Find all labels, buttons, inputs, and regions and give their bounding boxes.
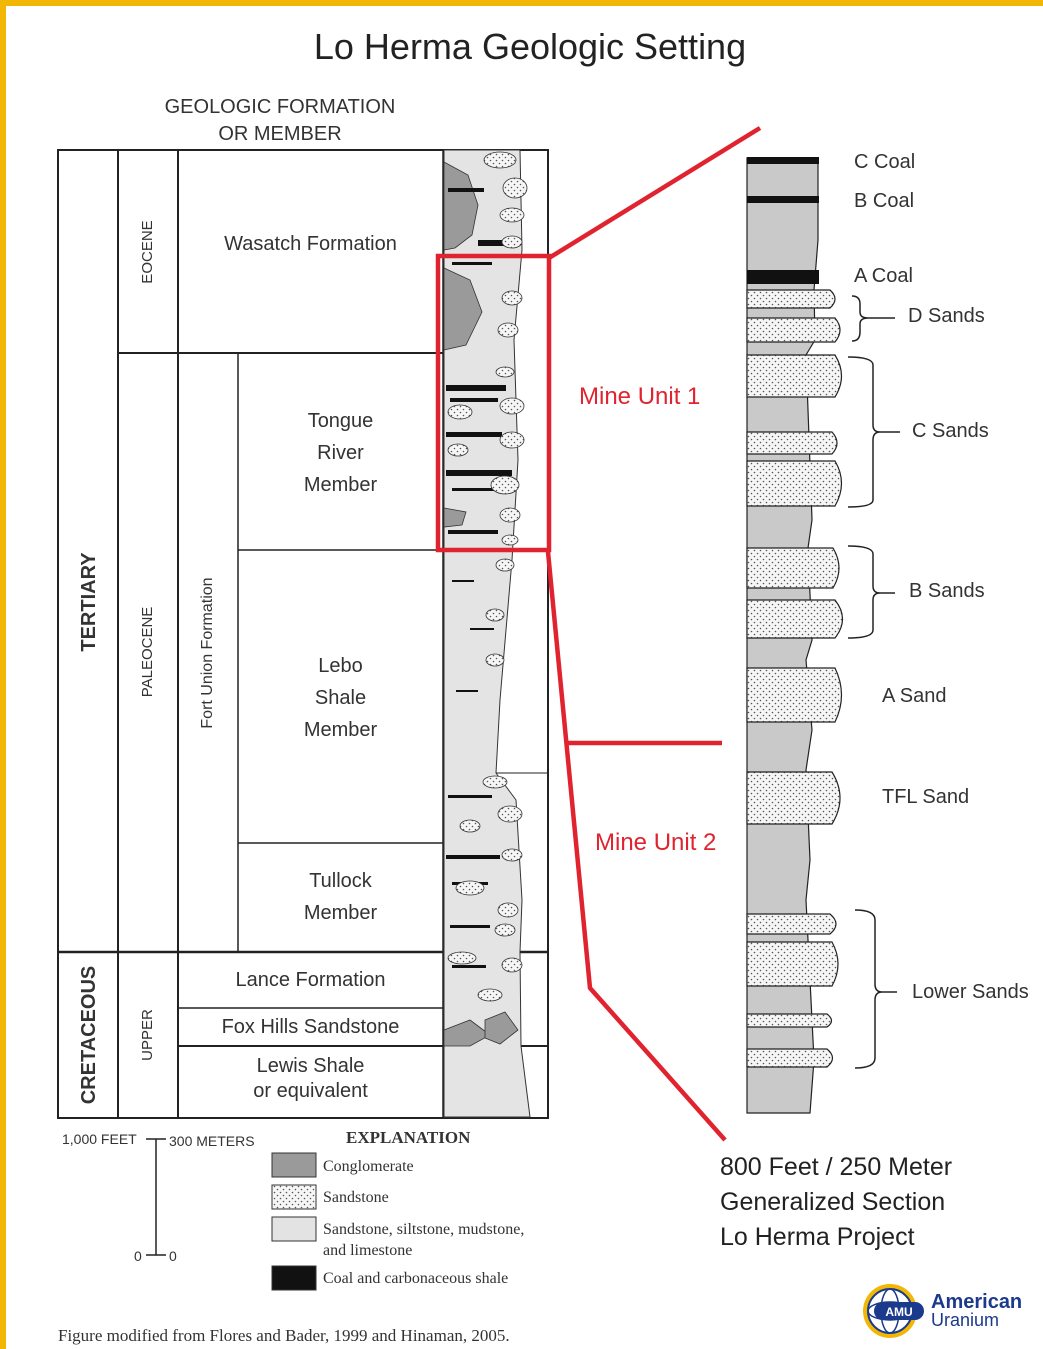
generalized-section-caption: 800 Feet / 250 Meter Generalized Section…	[720, 1150, 952, 1255]
amu-logo-icon: AMU	[863, 1284, 924, 1338]
tongue-river-line2: River	[317, 442, 364, 464]
b-coal-bed	[747, 196, 819, 203]
generalized-section-line2: Generalized Section	[720, 1188, 946, 1216]
logo-line2: Uranium	[931, 1310, 1000, 1330]
scale-zero-feet: 0	[134, 1248, 142, 1264]
scale-feet-label: 1,000 FEET	[62, 1131, 137, 1147]
c-coal-label: C Coal	[854, 151, 916, 173]
generalized-section-column	[746, 157, 900, 1114]
legend-swatch-mixed	[271, 1216, 317, 1242]
b-sands-label: B Sands	[909, 580, 985, 602]
legend-mixed-line1: Sandstone, siltstone, mudstone,	[323, 1221, 525, 1238]
a-coal-bed	[747, 270, 819, 284]
tfl-sand-label: TFL Sand	[882, 786, 970, 808]
epoch-paleocene: PALEOCENE	[139, 606, 156, 698]
period-cretaceous: CRETACEOUS	[78, 965, 100, 1105]
lebo-line2: Shale	[314, 687, 367, 709]
mine-unit-1-label: Mine Unit 1	[579, 383, 701, 410]
d-sands-bracket	[851, 295, 869, 342]
epoch-eocene: EOCENE	[139, 220, 156, 284]
tongue-river-line3: Member	[303, 474, 378, 496]
section-brackets	[847, 295, 900, 1069]
b-coal-label: B Coal	[854, 190, 915, 212]
generalized-section-line1: 800 Feet / 250 Meter	[720, 1153, 953, 1181]
page-title: Lo Herma Geologic Setting	[313, 26, 747, 67]
legend-swatch-sandstone	[271, 1184, 317, 1210]
legend-conglomerate: Conglomerate	[323, 1158, 414, 1175]
column-header-line1: GEOLOGIC FORMATION	[164, 96, 396, 118]
scale-meters-label: 300 METERS	[169, 1133, 255, 1149]
legend-swatch-coal	[271, 1265, 317, 1291]
wasatch-formation: Wasatch Formation	[224, 233, 397, 255]
b-sands-bracket	[847, 545, 881, 639]
tongue-river-line1: Tongue	[307, 410, 374, 432]
generalized-section-line3: Lo Herma Project	[720, 1223, 915, 1251]
coal-seams	[747, 157, 819, 284]
lewis-line1: Lewis Shale	[256, 1055, 365, 1077]
legend-mixed-line2: and limestone	[323, 1242, 413, 1259]
logo-badge-text: AMU	[885, 1305, 912, 1319]
period-tertiary: TERTIARY	[78, 552, 100, 652]
mine-unit-2-label: Mine Unit 2	[595, 829, 717, 856]
explanation-title: EXPLANATION	[346, 1128, 471, 1147]
sand-beds	[746, 289, 844, 1068]
epoch-upper: UPPER	[139, 1009, 156, 1061]
lebo-line1: Lebo	[318, 655, 363, 677]
tullock-line2: Member	[303, 902, 378, 924]
tongue-river-member: Tongue River Member	[238, 405, 443, 501]
c-sands-bracket	[847, 356, 881, 508]
tullock-member: Tullock Member	[238, 865, 443, 929]
c-coal-bed	[747, 157, 819, 164]
zoom-line-top	[547, 126, 762, 260]
frame-border-top	[0, 0, 1043, 6]
american-uranium-logo: American Uranium	[931, 1291, 1023, 1330]
lewis-shale: Lewis Shale or equivalent	[178, 1054, 443, 1104]
fort-union-formation: Fort Union Formation	[199, 577, 216, 729]
lewis-line2: or equivalent	[253, 1080, 368, 1102]
frame-border-left	[0, 0, 6, 1349]
lebo-shale-member: Lebo Shale Member	[238, 650, 443, 746]
legend-sandstone: Sandstone	[323, 1189, 389, 1206]
column-header-line2: OR MEMBER	[218, 123, 342, 145]
d-sands-label: D Sands	[908, 305, 985, 327]
mine-unit-1-box	[435, 253, 552, 553]
lower-sands-label: Lower Sands	[912, 981, 1029, 1003]
legend-coal: Coal and carbonaceous shale	[323, 1270, 509, 1287]
legend-mixed: Sandstone, siltstone, mudstone, and lime…	[323, 1219, 524, 1261]
lance-formation: Lance Formation	[235, 969, 386, 991]
lithologic-column	[443, 149, 531, 1118]
scale-zero-meters: 0	[169, 1248, 177, 1264]
fox-hills-sandstone: Fox Hills Sandstone	[221, 1016, 400, 1038]
lower-sands-bracket	[854, 909, 883, 1069]
stratigraphic-table	[57, 149, 549, 1119]
logo-line1: American	[931, 1291, 1023, 1313]
legend-swatches	[271, 1152, 317, 1291]
c-sands-label: C Sands	[912, 420, 989, 442]
lebo-line3: Member	[303, 719, 378, 741]
scale-bar	[146, 1138, 166, 1256]
column-header: GEOLOGIC FORMATION OR MEMBER	[130, 94, 430, 148]
mine-unit-annotation	[435, 126, 762, 1142]
figure-caption: Figure modified from Flores and Bader, 1…	[58, 1326, 510, 1345]
a-coal-label: A Coal	[854, 265, 913, 287]
zoom-line-bottom	[545, 551, 727, 1142]
tullock-line1: Tullock	[309, 870, 372, 892]
a-sand-label: A Sand	[882, 685, 947, 707]
legend-swatch-conglomerate	[271, 1152, 317, 1178]
